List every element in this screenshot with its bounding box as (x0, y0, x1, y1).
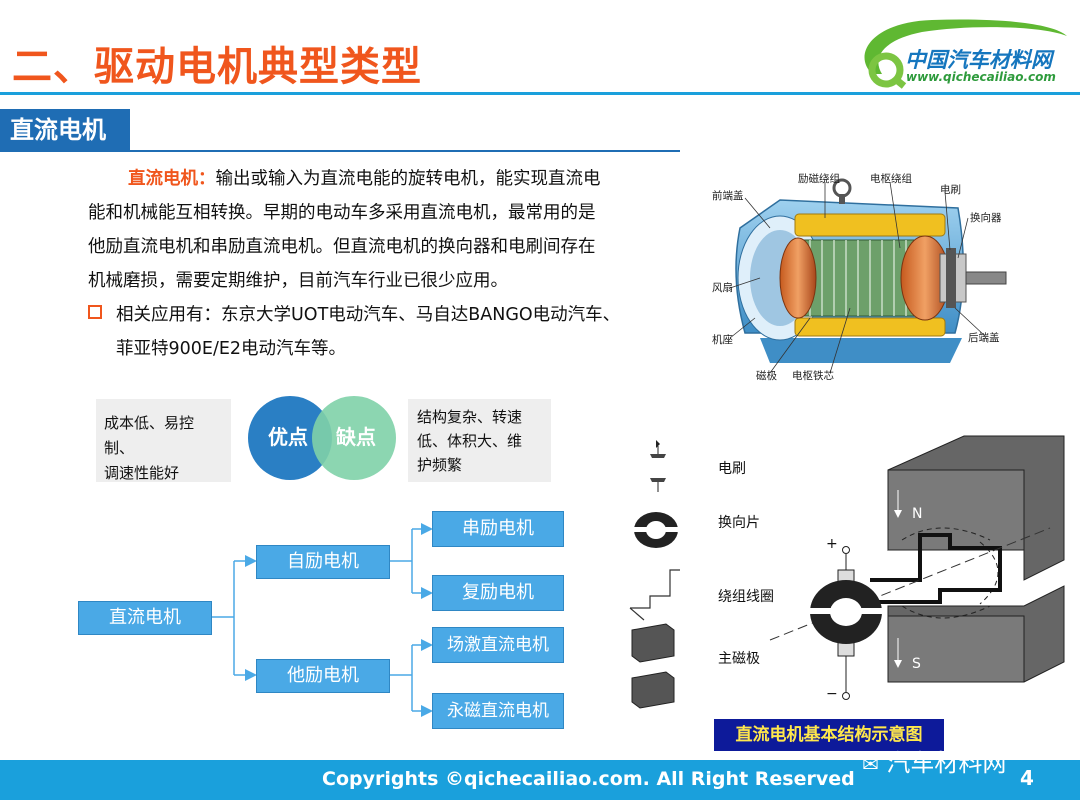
tree-connectors (212, 523, 433, 717)
legend-pole-icon (631, 623, 675, 709)
legend-coil-label: 绕组线圈 (718, 589, 774, 605)
disadvantages-circle (312, 396, 396, 480)
label-brush: 电刷 (940, 184, 961, 196)
label-rear-cover: 后端盖 (968, 332, 1000, 344)
label-armature-core: 电枢铁芯 (792, 370, 834, 382)
intro-paragraph: 直流电机：输出或输入为直流电能的旋转电机，能实现直流电 能和机械能互相转换。早期… (88, 162, 648, 298)
logo-url: www.qichecailiao.com (906, 70, 1056, 84)
label-fan: 风扇 (712, 282, 733, 294)
intro-line-2: 能和机械能互相转换。早期的电动车多采用直流电机，最常用的是 (88, 203, 596, 223)
bullet-square-icon (88, 305, 102, 319)
intro-line-3: 他励直流电机和串励直流电机。但直流电机的换向器和电刷间存在 (88, 237, 596, 257)
legend-commutator-label: 换向片 (718, 515, 760, 531)
venn-diagram: 优点 缺点 (248, 396, 396, 480)
logo-text: 中国汽车材料网 (905, 48, 1052, 72)
wechat-watermark: ✉ 汽车材料网 (862, 748, 1006, 779)
disadvantages-line-2: 低、体积大、维 (417, 432, 523, 450)
advantages-line-1: 成本低、易控制、 (104, 414, 195, 457)
intro-line-4: 机械磨损，需要定期维护，目前汽车行业已很少应用。 (88, 271, 508, 291)
advantages-box: 成本低、易控制、 调速性能好 (96, 399, 231, 482)
plus-terminal: + (826, 536, 838, 552)
node-series: 串励电机 (432, 511, 564, 547)
south-pole-label: S (912, 656, 921, 672)
label-field-winding: 励磁绕组 (798, 173, 840, 185)
node-separately-excited: 他励电机 (256, 659, 390, 693)
node-dc-motor: 直流电机 (78, 601, 212, 635)
advantages-line-2: 调速性能好 (104, 464, 180, 482)
advantages-label: 优点 (268, 425, 308, 449)
page-number: 4 (1020, 766, 1034, 790)
schematic-caption: 直流电机基本结构示意图 (714, 719, 944, 751)
intro-lead: 直流电机： (128, 169, 216, 189)
motor-cutaway-diagram: 前端盖 励磁绕组 电枢绕组 电刷 换向器 风扇 机座 后端盖 磁极 电枢铁芯 (700, 168, 1020, 388)
bullet-line-2: 菲亚特900E/E2电动汽车等。 (116, 339, 347, 359)
label-commutator: 换向器 (970, 212, 1002, 224)
node-permanent-magnet: 永磁直流电机 (432, 693, 564, 729)
legend-brush-label: 电刷 (718, 461, 746, 477)
label-front-cover: 前端盖 (712, 190, 744, 202)
node-self-excited: 自励电机 (256, 545, 390, 579)
label-pole: 磁极 (756, 370, 777, 382)
north-pole-label: N (912, 506, 923, 522)
section-tag: 直流电机 (0, 109, 130, 151)
classification-tree: 直流电机 自励电机 他励电机 串励电机 复励电机 场激直流电机 永磁直流电机 (78, 505, 578, 735)
legend-pole-label: 主磁极 (718, 651, 760, 667)
title-divider (0, 92, 1080, 95)
node-field-excited: 场激直流电机 (432, 627, 564, 663)
node-compound: 复励电机 (432, 575, 564, 611)
legend-brush-icon (650, 440, 666, 492)
advantages-circle (248, 396, 332, 480)
legend-coil-icon (629, 569, 680, 621)
footer-bar (0, 760, 1080, 800)
disadvantages-line-3: 护频繁 (417, 456, 463, 474)
disadvantages-box: 结构复杂、转速 低、体积大、维 护频繁 (408, 399, 551, 482)
disadvantages-label: 缺点 (336, 425, 376, 449)
minus-terminal: − (826, 686, 838, 702)
section-divider (0, 150, 680, 152)
disadvantages-line-1: 结构复杂、转速 (417, 408, 523, 426)
legend-commutator-icon (634, 512, 678, 548)
wechat-name: 汽车材料网 (886, 749, 1007, 777)
dc-motor-schematic: 电刷 换向片 绕组线圈 主磁极 + − N S (620, 430, 1080, 750)
motor-illustration (729, 178, 1007, 374)
wechat-icon: ✉ (862, 752, 879, 776)
bullet-line-1: 相关应用有：东京大学UOT电动汽车、马自达BANGO电动汽车、 (116, 305, 621, 325)
application-bullet: 相关应用有：东京大学UOT电动汽车、马自达BANGO电动汽车、 菲亚特900E/… (88, 298, 663, 366)
page-title: 二、驱动电机典型类型 (12, 44, 422, 90)
schematic-drawing (629, 435, 1065, 709)
label-frame: 机座 (712, 334, 733, 346)
logo (864, 19, 1067, 89)
intro-line-1: 输出或输入为直流电能的旋转电机，能实现直流电 (215, 169, 601, 189)
label-armature-winding: 电枢绕组 (870, 173, 912, 185)
copyright-text: Copyrights ©qichecailiao.com. All Right … (322, 768, 855, 790)
